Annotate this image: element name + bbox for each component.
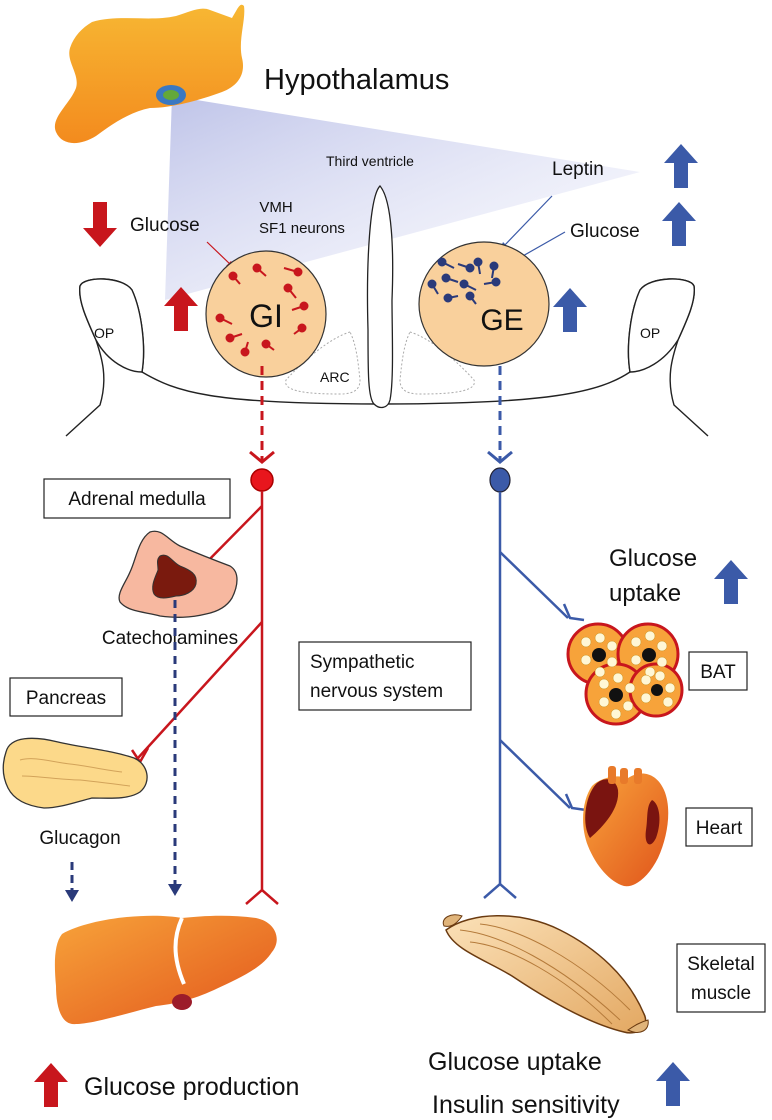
- op-right-label: OP: [640, 325, 660, 341]
- skeletal-muscle-icon: [442, 914, 649, 1034]
- red-terminal-liver: [245, 888, 279, 905]
- ge-nucleus: [418, 241, 550, 367]
- blue-terminal-heart: [564, 793, 587, 812]
- glucose-left-label: Glucose: [130, 215, 200, 236]
- blue-ganglion-icon: [489, 467, 511, 493]
- gi-nucleus: [205, 250, 327, 378]
- adrenal-medulla-core: [152, 554, 197, 599]
- leptin-label: Leptin: [552, 159, 604, 180]
- leptin-up-arrow-icon: [664, 144, 698, 188]
- glucose-production-label: Glucose production: [84, 1073, 299, 1101]
- skeletal-label-line2: muscle: [691, 983, 751, 1004]
- catecholamines-label: Catecholamines: [102, 628, 238, 649]
- glucose-uptake-bat-line1: Glucose: [609, 545, 697, 572]
- hypothalamus-brain-icon: [54, 4, 245, 144]
- ge-synapse-cap: [487, 450, 513, 464]
- sympathetic-label-line1: Sympathetic: [310, 652, 415, 673]
- ge-neuron-icons: [427, 257, 501, 305]
- pancreas-label: Pancreas: [26, 688, 106, 709]
- bat-up-arrow-icon: [714, 560, 748, 604]
- red-branch-pancreas: [137, 621, 263, 759]
- ge-label: GE: [480, 304, 523, 337]
- glucagon-label: Glucagon: [39, 828, 120, 849]
- glucose-right-up-arrow-icon: [662, 202, 696, 246]
- liver-lobe-divider: [173, 917, 186, 985]
- glucose-uptake-bat-line2: uptake: [609, 580, 681, 607]
- sympathetic-label-line2: nervous system: [310, 681, 443, 702]
- gi-label: GI: [249, 298, 283, 334]
- pancreas-icon: [2, 737, 148, 809]
- ge-up-arrow-icon: [553, 288, 587, 332]
- hypothalamus-nucleus-core: [163, 90, 179, 100]
- projection-beam: [165, 96, 640, 300]
- heart-label: Heart: [696, 818, 743, 839]
- blue-terminal-muscle: [483, 882, 517, 899]
- heart-box: [685, 807, 753, 847]
- catecholamine-arrow-head: [168, 884, 182, 896]
- skeletal-label-line1: Skeletal: [687, 954, 755, 975]
- third-ventricle-shape: [366, 185, 394, 409]
- blue-branch-bat: [499, 551, 569, 619]
- gi-up-arrow-icon: [164, 287, 198, 331]
- leptin-to-ge-pointer: [501, 195, 553, 249]
- glucagon-arrow-head: [65, 890, 79, 902]
- skeletal-muscle-box: [676, 943, 766, 1013]
- glucose-down-arrow-icon: [83, 202, 117, 247]
- red-ganglion-icon: [250, 468, 274, 492]
- glucose-to-gi-pointer: [206, 241, 233, 267]
- pancreas-box: [9, 677, 123, 717]
- bat-label: BAT: [700, 662, 736, 683]
- vmh-label: VMH: [259, 199, 292, 216]
- pancreas-texture: [19, 758, 131, 787]
- bat-cells-icon: [566, 622, 684, 726]
- bat-box: [688, 651, 748, 691]
- op-right-shape: [627, 278, 695, 373]
- gallbladder-icon: [172, 994, 192, 1010]
- glucose-production-up-arrow-icon: [34, 1063, 68, 1107]
- hypothalamus-title: Hypothalamus: [264, 64, 449, 96]
- blue-terminal-bat: [562, 603, 585, 622]
- blue-branch-heart: [499, 739, 571, 809]
- adrenal-medulla-label: Adrenal medulla: [68, 489, 206, 510]
- heart-icon: [583, 766, 669, 887]
- sympathetic-box: [298, 641, 472, 711]
- muscle-up-arrow-icon: [656, 1062, 690, 1106]
- liver-icon: [54, 915, 277, 1025]
- adrenal-medulla-box: [43, 478, 231, 519]
- glucose-right-label: Glucose: [570, 221, 640, 242]
- glucose-uptake-muscle-label: Glucose uptake: [428, 1048, 602, 1076]
- third-ventricle-label: Third ventricle: [326, 153, 414, 169]
- gi-synapse-cap: [249, 450, 275, 464]
- gi-neuron-icons: [215, 263, 309, 357]
- arc-label: ARC: [320, 369, 350, 385]
- op-left-label: OP: [94, 325, 114, 341]
- sf1-neurons-label: SF1 neurons: [259, 220, 345, 237]
- insulin-sensitivity-label: Insulin sensitivity: [432, 1091, 620, 1119]
- op-left-shape: [79, 278, 145, 373]
